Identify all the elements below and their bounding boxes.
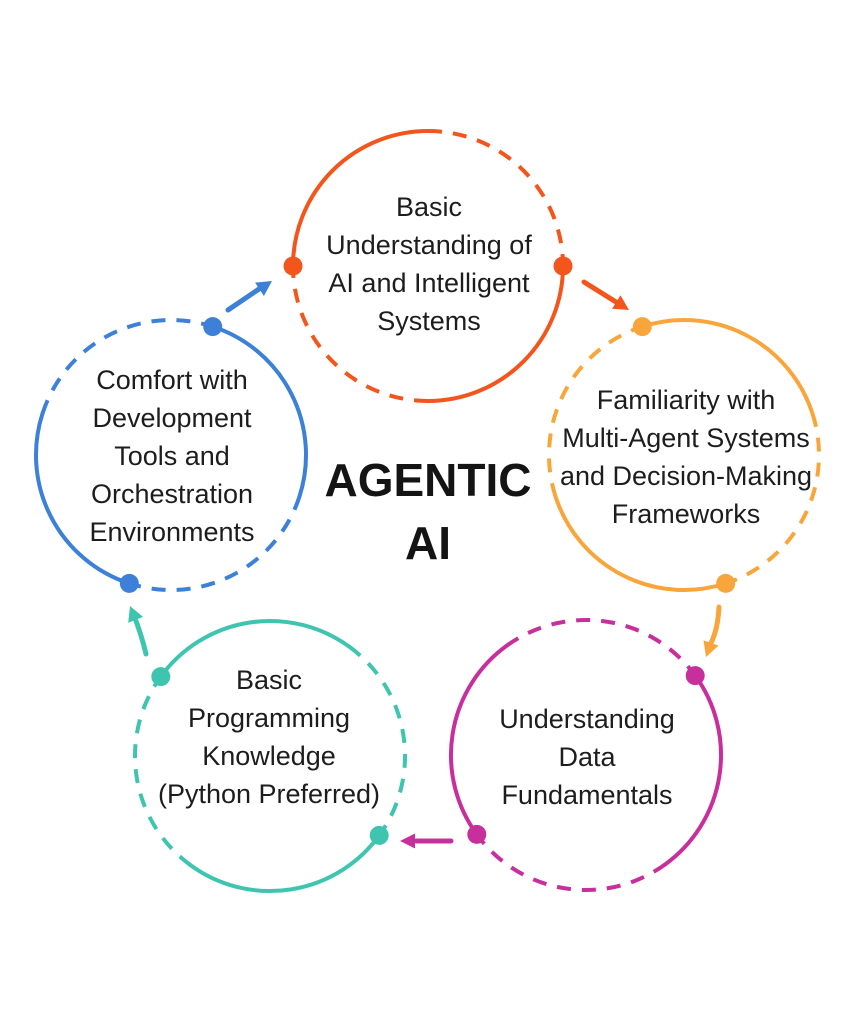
node-label-ai-basics: Basic Understanding of AI and Intelligen… <box>326 192 532 336</box>
node-ai-basics-dashed-arc <box>291 129 565 403</box>
node-dev-tools-bottom-dot <box>119 573 139 593</box>
arrow-multi-agent-line <box>708 604 722 646</box>
node-ai-basics-solid-arc <box>291 129 565 403</box>
node-multi-agent-solid-arc <box>553 318 815 592</box>
node-dev-tools-solid-arc <box>34 324 308 586</box>
node-ai-basics-right-dot <box>553 256 573 276</box>
node-dev-tools-ring <box>34 317 308 593</box>
node-label-dev-tools: Comfort with Development Tools and Orche… <box>89 365 255 547</box>
diagram-title: AGENTIC AI <box>324 454 532 569</box>
node-programming-dashed-arc <box>132 645 408 867</box>
arrow-dev-tools-line <box>225 286 262 313</box>
arrow-programming-line <box>133 618 149 657</box>
node-label-programming: Basic Programming Knowledge (Python Pref… <box>157 665 381 809</box>
node-multi-agent-ring <box>547 317 821 593</box>
arrow-dev-tools-head-icon <box>255 281 272 296</box>
node-programming-solid-arc <box>158 618 382 894</box>
arrow-data-fundamentals-head-icon <box>400 833 415 849</box>
node-data-fundamentals-top-dot <box>685 666 705 686</box>
arrow-multi-agent-to-data-fundamentals <box>703 604 722 657</box>
node-multi-agent-top-dot <box>632 317 652 337</box>
node-programming-ring <box>132 618 408 894</box>
node-multi-agent-bottom-dot <box>716 573 736 593</box>
node-ai-basics-ring <box>283 129 573 403</box>
node-label-multi-agent: Familiarity with Multi-Agent Systems and… <box>559 385 813 529</box>
node-dev-tools-top-dot <box>203 317 223 337</box>
arrow-data-fundamentals-to-programming <box>400 833 454 849</box>
node-data-fundamentals-dashed-arc <box>475 617 697 893</box>
arrow-ai-basics-to-multi-agent <box>581 279 629 310</box>
arrow-dev-tools-to-ai-basics <box>225 281 272 313</box>
node-data-fundamentals-solid-arc <box>448 643 724 867</box>
node-ai-basics-left-dot <box>283 256 303 276</box>
node-dev-tools-dashed-arc <box>40 318 302 592</box>
node-programming-top-dot <box>151 667 171 687</box>
node-data-fundamentals-bottom-dot <box>467 824 487 844</box>
node-label-data-fundamentals: Understanding Data Fundamentals <box>499 704 675 810</box>
arrow-ai-basics-line <box>581 279 619 305</box>
arrow-ai-basics-head-icon <box>612 295 629 310</box>
node-data-fundamentals-ring <box>448 617 724 893</box>
arrow-programming-head-icon <box>128 606 143 623</box>
arrow-multi-agent-head-icon <box>703 640 719 657</box>
node-programming-bottom-dot <box>369 825 389 845</box>
arrow-programming-to-dev-tools <box>128 606 149 657</box>
node-multi-agent-dashed-arc <box>547 324 821 586</box>
